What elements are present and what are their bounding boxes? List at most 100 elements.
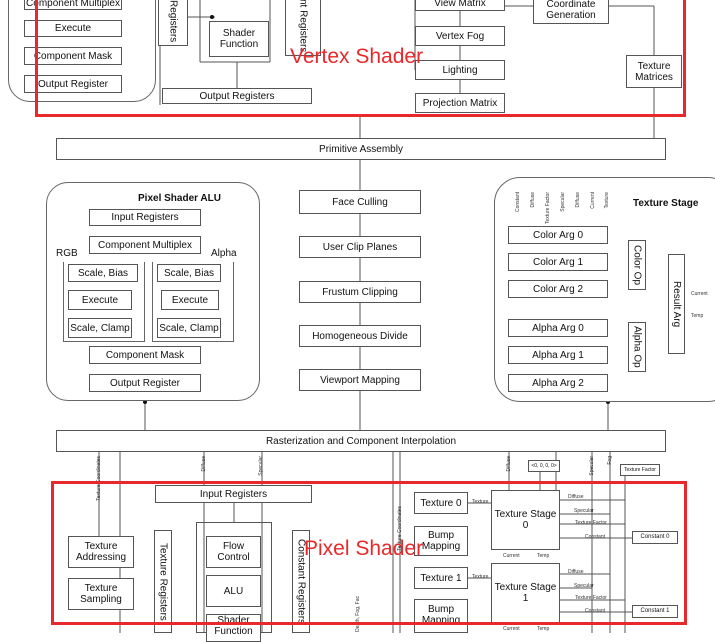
output-register-label: Output Register bbox=[37, 78, 109, 90]
ps-output-register-box: Output Register bbox=[89, 374, 201, 392]
output-registers-label: Output Registers bbox=[199, 90, 275, 102]
texture-0-box: Texture 0 bbox=[414, 492, 468, 514]
ts-temp-label: Temp bbox=[691, 313, 704, 319]
stage0-diffuse-label: Diffuse bbox=[568, 494, 584, 500]
ts-input-current: Current bbox=[590, 192, 596, 209]
rasterization-box: Rasterization and Component Interpolatio… bbox=[56, 430, 666, 452]
texture-stage-0-box: Texture Stage 0 bbox=[491, 490, 560, 550]
stage1-diffuse-label: Diffuse bbox=[568, 569, 584, 575]
alpha-execute-label: Execute bbox=[171, 294, 209, 306]
rgb-execute-box: Execute bbox=[68, 290, 132, 310]
color-arg-1-box: Color Arg 1 bbox=[508, 253, 608, 271]
stage1-specular-label: Specular bbox=[574, 583, 594, 589]
user-clip-planes-box: User Clip Planes bbox=[299, 236, 421, 258]
projection-matrix-box: Projection Matrix bbox=[415, 93, 505, 113]
texture-stage-title: Texture Stage bbox=[633, 198, 699, 209]
output-registers-box: Output Registers bbox=[162, 88, 312, 104]
shader-function-label: Shader Function bbox=[219, 28, 259, 50]
vector-zero-box: <0, 0, 0, 0> bbox=[528, 460, 560, 472]
texture-sampling-label: Texture Sampling bbox=[80, 583, 122, 605]
rgb-scale-bias-box: Scale, Bias bbox=[68, 264, 138, 282]
stage1-current-label: Current bbox=[503, 626, 520, 632]
texture-0-arrow-label: Texture bbox=[472, 499, 489, 505]
alpha-arg-0-box: Alpha Arg 0 bbox=[508, 319, 608, 337]
bottom-input-registers-box: Input Registers bbox=[155, 485, 312, 503]
stage1-constant-label: Constant bbox=[585, 608, 606, 614]
execute-box: Execute bbox=[24, 20, 122, 37]
coordinate-generation-label: Coordinate Generation bbox=[546, 0, 596, 21]
ts-current-label: Current bbox=[691, 291, 708, 297]
alpha-arg-0-label: Alpha Arg 0 bbox=[532, 322, 584, 334]
ps-output-register-label: Output Register bbox=[109, 377, 181, 389]
alpha-bracket bbox=[152, 262, 234, 342]
rgb-execute-label: Execute bbox=[81, 294, 119, 306]
homogeneous-divide-label: Homogeneous Divide bbox=[312, 330, 408, 342]
rgb-scale-bias-label: Scale, Bias bbox=[77, 267, 129, 279]
primitive-assembly-box: Primitive Assembly bbox=[56, 138, 666, 160]
ts-input-specular: Specular bbox=[560, 192, 566, 212]
registers-left-label: Registers bbox=[167, 0, 179, 43]
texture-1-box: Texture 1 bbox=[414, 567, 468, 589]
result-arg-label: Result Arg bbox=[671, 280, 682, 328]
color-arg-2-label: Color Arg 2 bbox=[532, 283, 584, 295]
texture-stage-1-label: Texture Stage 1 bbox=[494, 582, 557, 604]
alpha-arg-1-box: Alpha Arg 1 bbox=[508, 346, 608, 364]
texture-matrices-label: Texture Matrices bbox=[635, 60, 673, 83]
alpha-scale-clamp-label: Scale, Clamp bbox=[159, 322, 219, 334]
view-matrix-box: View Matrix bbox=[415, 0, 505, 11]
bump-mapping-1-box: Bump Mapping bbox=[414, 599, 468, 633]
texture-registers-label: Texture Registers bbox=[157, 542, 169, 621]
alpha-execute-box: Execute bbox=[161, 290, 219, 310]
vector-zero-label: <0, 0, 0, 0> bbox=[531, 462, 557, 469]
projection-matrix-label: Projection Matrix bbox=[422, 97, 498, 109]
color-arg-2-box: Color Arg 2 bbox=[508, 280, 608, 298]
texture-addressing-label: Texture Addressing bbox=[75, 541, 127, 563]
ps-input-registers-box: Input Registers bbox=[89, 209, 201, 226]
ts-input-constant: Constant bbox=[515, 192, 521, 213]
registers-right-label: nt Registers bbox=[297, 0, 309, 53]
shader-function-box: Shader Function bbox=[209, 21, 269, 57]
texture-matrices-box: Texture Matrices bbox=[626, 55, 682, 88]
bump-mapping-0-label: Bump Mapping bbox=[421, 530, 461, 552]
stage1-texture-factor-label: Texture Factor bbox=[575, 595, 607, 601]
diffuse-vlabel: Diffuse bbox=[201, 456, 207, 472]
rgb-scale-clamp-label: Scale, Clamp bbox=[70, 322, 130, 334]
diffuse-vlabel-2: Diffuse bbox=[506, 456, 512, 472]
stage1-temp-label: Temp bbox=[537, 626, 550, 632]
alpha-arg-2-box: Alpha Arg 2 bbox=[508, 374, 608, 392]
stage0-constant-label: Constant bbox=[585, 534, 606, 540]
texture-stage-1-box: Texture Stage 1 bbox=[491, 563, 560, 623]
vertex-shader-highlight bbox=[35, 0, 686, 117]
texture-1-arrow-label: Texture bbox=[472, 574, 489, 580]
component-multiplex-label: Component Multiplex bbox=[26, 0, 120, 9]
frustum-clipping-label: Frustum Clipping bbox=[322, 286, 398, 298]
alpha-scale-clamp-box: Scale, Clamp bbox=[157, 318, 221, 338]
color-arg-1-label: Color Arg 1 bbox=[532, 256, 584, 268]
stage0-temp-label: Temp bbox=[537, 553, 550, 559]
specular-vlabel: Specular bbox=[258, 456, 264, 476]
stage0-specular-label: Specular bbox=[574, 508, 594, 514]
fog-vlabel: Fog bbox=[607, 456, 613, 465]
color-op-box: Color Op bbox=[628, 240, 646, 290]
ps-component-mask-box: Component Mask bbox=[89, 346, 201, 364]
stage0-texture-factor-label: Texture Factor bbox=[575, 520, 607, 526]
lighting-box: Lighting bbox=[415, 60, 505, 80]
alpha-arg-1-label: Alpha Arg 1 bbox=[532, 349, 584, 361]
lighting-label: Lighting bbox=[442, 64, 478, 76]
coordinate-generation-box: Coordinate Generation bbox=[533, 0, 609, 24]
texture-1-label: Texture 1 bbox=[420, 572, 462, 584]
alpha-op-box: Alpha Op bbox=[628, 322, 646, 372]
view-matrix-label: View Matrix bbox=[434, 0, 486, 9]
vertex-shader-annotation: Vertex Shader bbox=[290, 45, 424, 68]
component-mask-box: Component Mask bbox=[24, 47, 122, 65]
vertex-fog-label: Vertex Fog bbox=[435, 30, 485, 42]
color-arg-0-label: Color Arg 0 bbox=[532, 229, 584, 241]
rgb-label: RGB bbox=[56, 248, 78, 259]
rasterization-label: Rasterization and Component Interpolatio… bbox=[265, 435, 457, 447]
texture-0-label: Texture 0 bbox=[420, 497, 462, 509]
execute-label: Execute bbox=[54, 23, 92, 34]
flow-control-box: Flow Control bbox=[206, 536, 261, 568]
bump-mapping-1-label: Bump Mapping bbox=[421, 604, 461, 626]
bottom-input-registers-label: Input Registers bbox=[199, 488, 268, 500]
alpha-arg-2-label: Alpha Arg 2 bbox=[532, 377, 584, 389]
